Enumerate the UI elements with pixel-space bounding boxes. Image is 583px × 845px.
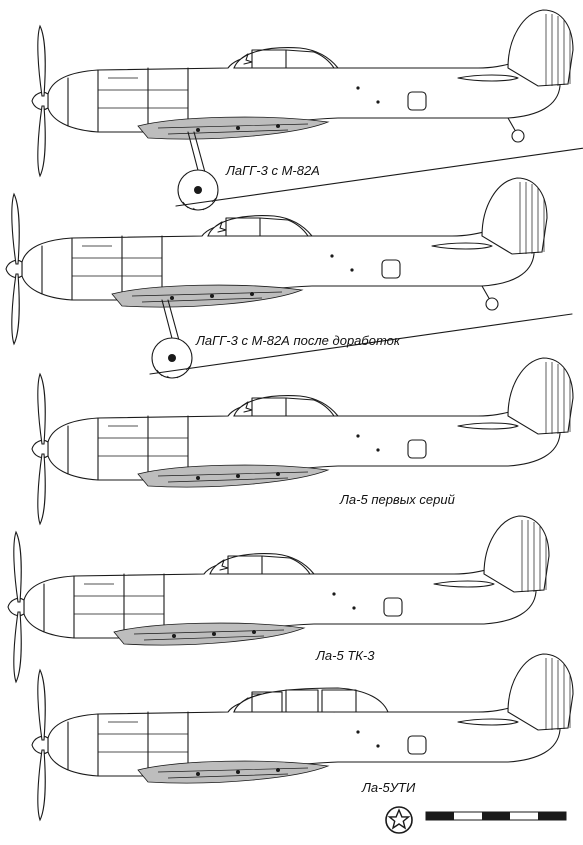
caption-la5uti: Ла-5УТИ [362,780,416,795]
caption-la5-tk3: Ла-5 ТК-3 [316,648,375,663]
scale-bar [425,811,567,821]
red-star-icon [385,806,413,834]
profile-lagg3-m82a [31,9,583,211]
caption-lagg3-m82a-mod: ЛаГГ-3 с М-82А после доработок [196,333,400,348]
caption-la5-early: Ла-5 первых серий [340,492,455,507]
profile-la5-early [31,357,574,525]
profile-la5uti [31,653,574,821]
profile-lagg3-m82a-mod [5,177,573,379]
caption-lagg3-m82a: ЛаГГ-3 с М-82А [226,163,320,178]
profile-la5-tk3 [7,515,550,683]
